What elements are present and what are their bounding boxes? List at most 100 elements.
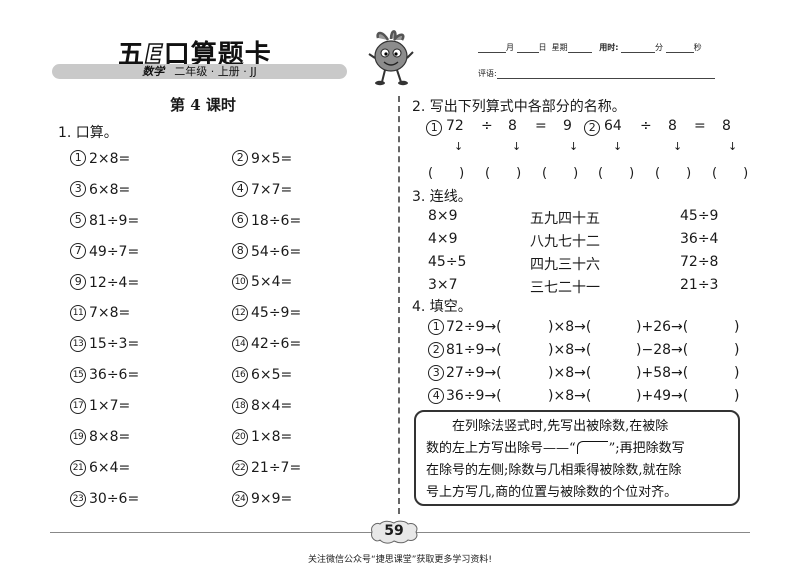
chain-step-add-sub: )+26→(	[636, 319, 689, 335]
answer-blank[interactable]: ( )	[485, 166, 522, 181]
day-blank[interactable]	[516, 43, 539, 53]
match-right-item[interactable]: 45÷9	[680, 208, 719, 224]
weekday-blank[interactable]	[567, 43, 592, 53]
chain-end: )	[734, 319, 740, 335]
answer-blank[interactable]: ( )	[428, 166, 465, 181]
chain-step-multiply: )×8→(	[548, 342, 592, 358]
minute-label: 分	[655, 43, 664, 52]
item-expression: 6×8=	[89, 182, 131, 198]
page-number: 59	[384, 523, 404, 539]
comment-blank[interactable]	[496, 69, 715, 79]
answer-blank[interactable]: ( )	[598, 166, 635, 181]
item-expression: 6×4=	[89, 460, 131, 476]
item-expression: 36÷6=	[89, 367, 140, 383]
brand-e: E	[144, 39, 164, 71]
division-bracket-icon	[576, 441, 608, 454]
down-arrow-icon: ↓	[673, 140, 683, 153]
eq1-eq: =	[535, 118, 547, 134]
tip-line-2: 数的左上方写出除号——“”;再把除数写	[426, 441, 685, 456]
item-expression: 81÷9=	[89, 213, 140, 229]
item-number: 22	[232, 460, 248, 476]
chain-step-add-sub: )−28→(	[636, 342, 689, 358]
match-left-item[interactable]: 45÷5	[428, 254, 467, 270]
chain-step-multiply: )×8→(	[548, 319, 592, 335]
item-number: 19	[70, 429, 86, 445]
section3-title: 3. 连线。	[412, 189, 472, 205]
chain-step-multiply: )×8→(	[548, 365, 592, 381]
subject-bar: 数学二年级 · 上册 · JJ	[52, 64, 347, 79]
eq2-op: ÷	[640, 118, 652, 134]
chain-number: 3	[428, 365, 447, 382]
lesson-title: 第 4 课时	[170, 96, 236, 114]
match-right-item[interactable]: 36÷4	[680, 231, 719, 247]
item-number: 14	[232, 336, 248, 352]
answer-blank[interactable]: ( )	[655, 166, 692, 181]
item-number: 3	[70, 181, 86, 197]
item-expression: 5×4=	[251, 274, 293, 290]
month-blank[interactable]	[478, 43, 506, 53]
minute-blank[interactable]	[621, 43, 656, 53]
item-expression: 30÷6=	[89, 491, 140, 507]
match-left-item[interactable]: 8×9	[428, 208, 458, 224]
item-expression: 7×7=	[251, 182, 293, 198]
answer-blank[interactable]: ( )	[712, 166, 749, 181]
item-number: 12	[232, 305, 248, 321]
match-middle-item[interactable]: 四九三十六	[530, 257, 600, 273]
item-expression: 15÷3=	[89, 336, 140, 352]
match-middle-item[interactable]: 三七二十一	[530, 280, 600, 296]
column-divider	[398, 96, 400, 514]
down-arrow-icon: ↓	[728, 140, 738, 153]
chain-start: 27÷9→(	[446, 365, 502, 381]
match-right-item[interactable]: 72÷8	[680, 254, 719, 270]
chain-end: )	[734, 342, 740, 358]
down-arrow-icon: ↓	[512, 140, 522, 153]
match-middle-item[interactable]: 八九七十二	[530, 234, 600, 250]
eq2-num: 2	[584, 120, 603, 137]
day-label: 日	[538, 43, 547, 52]
match-right-item[interactable]: 21÷3	[680, 277, 719, 293]
eq2-eq: =	[694, 118, 706, 134]
item-number: 17	[70, 398, 86, 414]
item-number: 4	[232, 181, 248, 197]
item-expression: 21÷7=	[251, 460, 302, 476]
match-left-item[interactable]: 3×7	[428, 277, 458, 293]
answer-blank[interactable]: ( )	[542, 166, 579, 181]
item-expression: 9×9=	[251, 491, 293, 507]
item-number: 13	[70, 336, 86, 352]
eq1-op: ÷	[481, 118, 493, 134]
item-expression: 1×7=	[89, 398, 131, 414]
second-blank[interactable]	[665, 43, 694, 53]
item-number: 21	[70, 460, 86, 476]
match-middle-item[interactable]: 五九四十五	[530, 211, 600, 227]
chain-step-add-sub: )+58→(	[636, 365, 689, 381]
chain-start: 36÷9→(	[446, 388, 502, 404]
time-label: 用时:	[599, 43, 619, 52]
item-number: 18	[232, 398, 248, 414]
tip-line-1: 在列除法竖式时,先写出被除数,在被除	[452, 419, 669, 434]
footer-note: 关注微信公众号“捷思课堂”获取更多学习资料!	[308, 555, 492, 565]
tip-line-4: 号上方写几,商的位置与被除数的个位对齐。	[426, 485, 678, 500]
item-expression: 6×5=	[251, 367, 293, 383]
item-expression: 7×8=	[89, 305, 131, 321]
second-label: 秒	[693, 43, 702, 52]
eq1-num: 1	[426, 120, 445, 137]
section1-title: 1. 口算。	[58, 125, 118, 141]
chain-end: )	[734, 365, 740, 381]
chain-start: 81÷9→(	[446, 342, 502, 358]
match-left-item[interactable]: 4×9	[428, 231, 458, 247]
item-expression: 54÷6=	[251, 244, 302, 260]
